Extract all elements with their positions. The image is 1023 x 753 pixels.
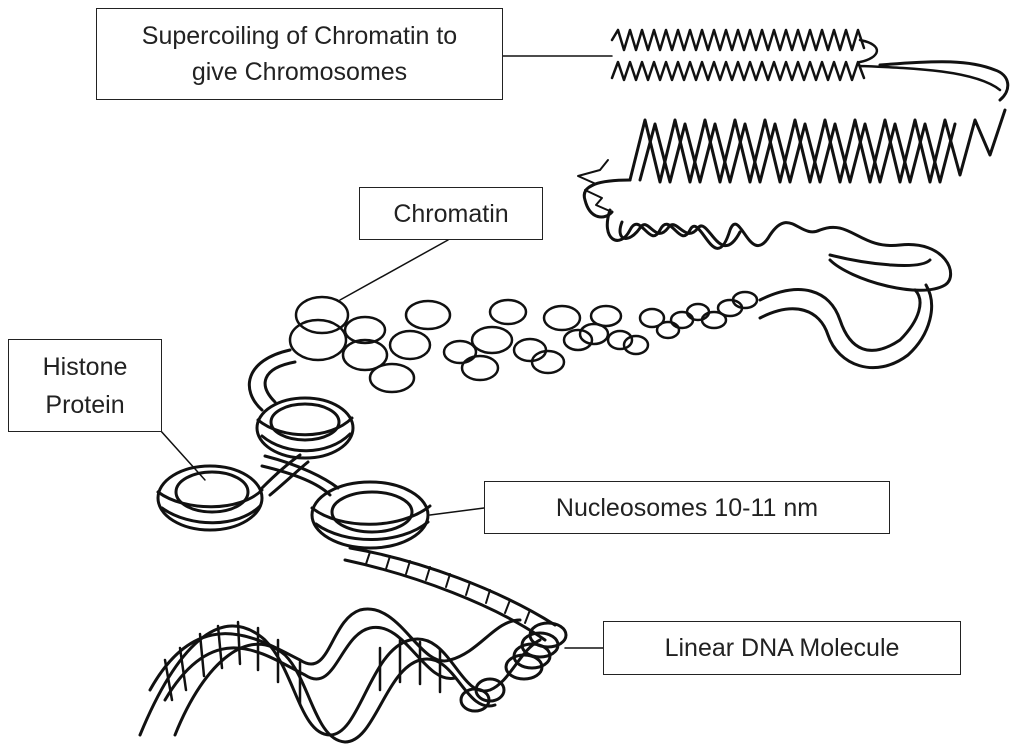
leader-lines bbox=[159, 55, 613, 649]
linker-dna bbox=[247, 348, 340, 497]
nucleosome-large bbox=[310, 480, 432, 550]
label-supercoiling-line2: give Chromosomes bbox=[191, 58, 408, 86]
label-linear-dna-text: Linear DNA Molecule bbox=[664, 634, 900, 662]
label-histone-line1: Histone bbox=[42, 352, 128, 381]
dna-double-helix bbox=[138, 607, 542, 744]
label-supercoiling-line1: Supercoiling of Chromatin to bbox=[141, 22, 458, 50]
label-supercoiling: Supercoiling of Chromatin to give Chromo… bbox=[96, 8, 503, 100]
supercoiled-chromosome bbox=[610, 28, 1002, 92]
helical-fiber bbox=[582, 60, 1010, 219]
label-nucleosomes-text: Nucleosomes 10-11 nm bbox=[555, 493, 819, 522]
label-nucleosomes: Nucleosomes 10-11 nm bbox=[484, 481, 890, 534]
nucleosome-left bbox=[156, 464, 264, 532]
dna-coil bbox=[459, 621, 568, 713]
coiled-fiber bbox=[343, 546, 557, 642]
looped-domain bbox=[605, 208, 953, 292]
chromatin-fiber bbox=[288, 290, 759, 394]
label-chromatin-text: Chromatin bbox=[393, 199, 509, 228]
label-histone-line2: Protein bbox=[45, 390, 125, 419]
supercoil-tube bbox=[758, 283, 934, 370]
fiber-edge bbox=[577, 159, 613, 213]
nucleosome-middle bbox=[255, 396, 355, 460]
label-chromatin: Chromatin bbox=[359, 187, 543, 240]
label-histone-protein: Histone Protein bbox=[8, 339, 162, 432]
label-linear-dna: Linear DNA Molecule bbox=[603, 621, 961, 675]
